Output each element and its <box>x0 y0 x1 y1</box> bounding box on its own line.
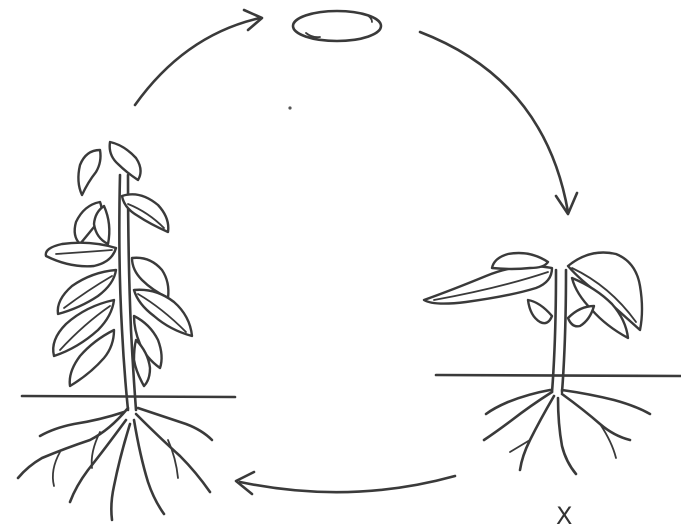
seed <box>293 11 381 41</box>
arrow-seed-to-seedling <box>420 32 577 214</box>
seedling-roots <box>484 390 650 474</box>
arrow-seedling-to-plant <box>236 472 455 494</box>
mature-plant-roots <box>18 408 212 520</box>
stage-label-x: X <box>556 502 572 530</box>
ground-line-left <box>22 396 235 397</box>
mature-plant <box>18 142 235 520</box>
ground-line-right <box>436 375 681 376</box>
arrow-plant-to-seed <box>135 10 262 105</box>
seedling: X <box>424 253 681 531</box>
speck-dot <box>288 106 291 109</box>
